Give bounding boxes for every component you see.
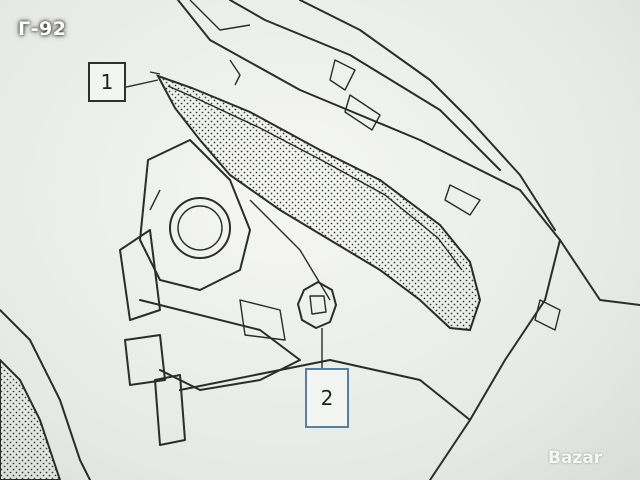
fastener-clip	[297, 281, 337, 345]
callout-1: 1	[88, 62, 126, 102]
watermark-text: Bazar	[548, 448, 603, 468]
dotted-seal-strip	[149, 71, 482, 332]
watermark-logo: Bazar	[548, 444, 640, 474]
listing-code: Г-92	[18, 18, 67, 40]
round-opening	[169, 197, 231, 259]
callout-2: 2	[305, 368, 349, 428]
leader-line-1	[121, 79, 159, 89]
lower-dotted-panel	[0, 309, 91, 480]
hood-panel	[177, 0, 640, 480]
